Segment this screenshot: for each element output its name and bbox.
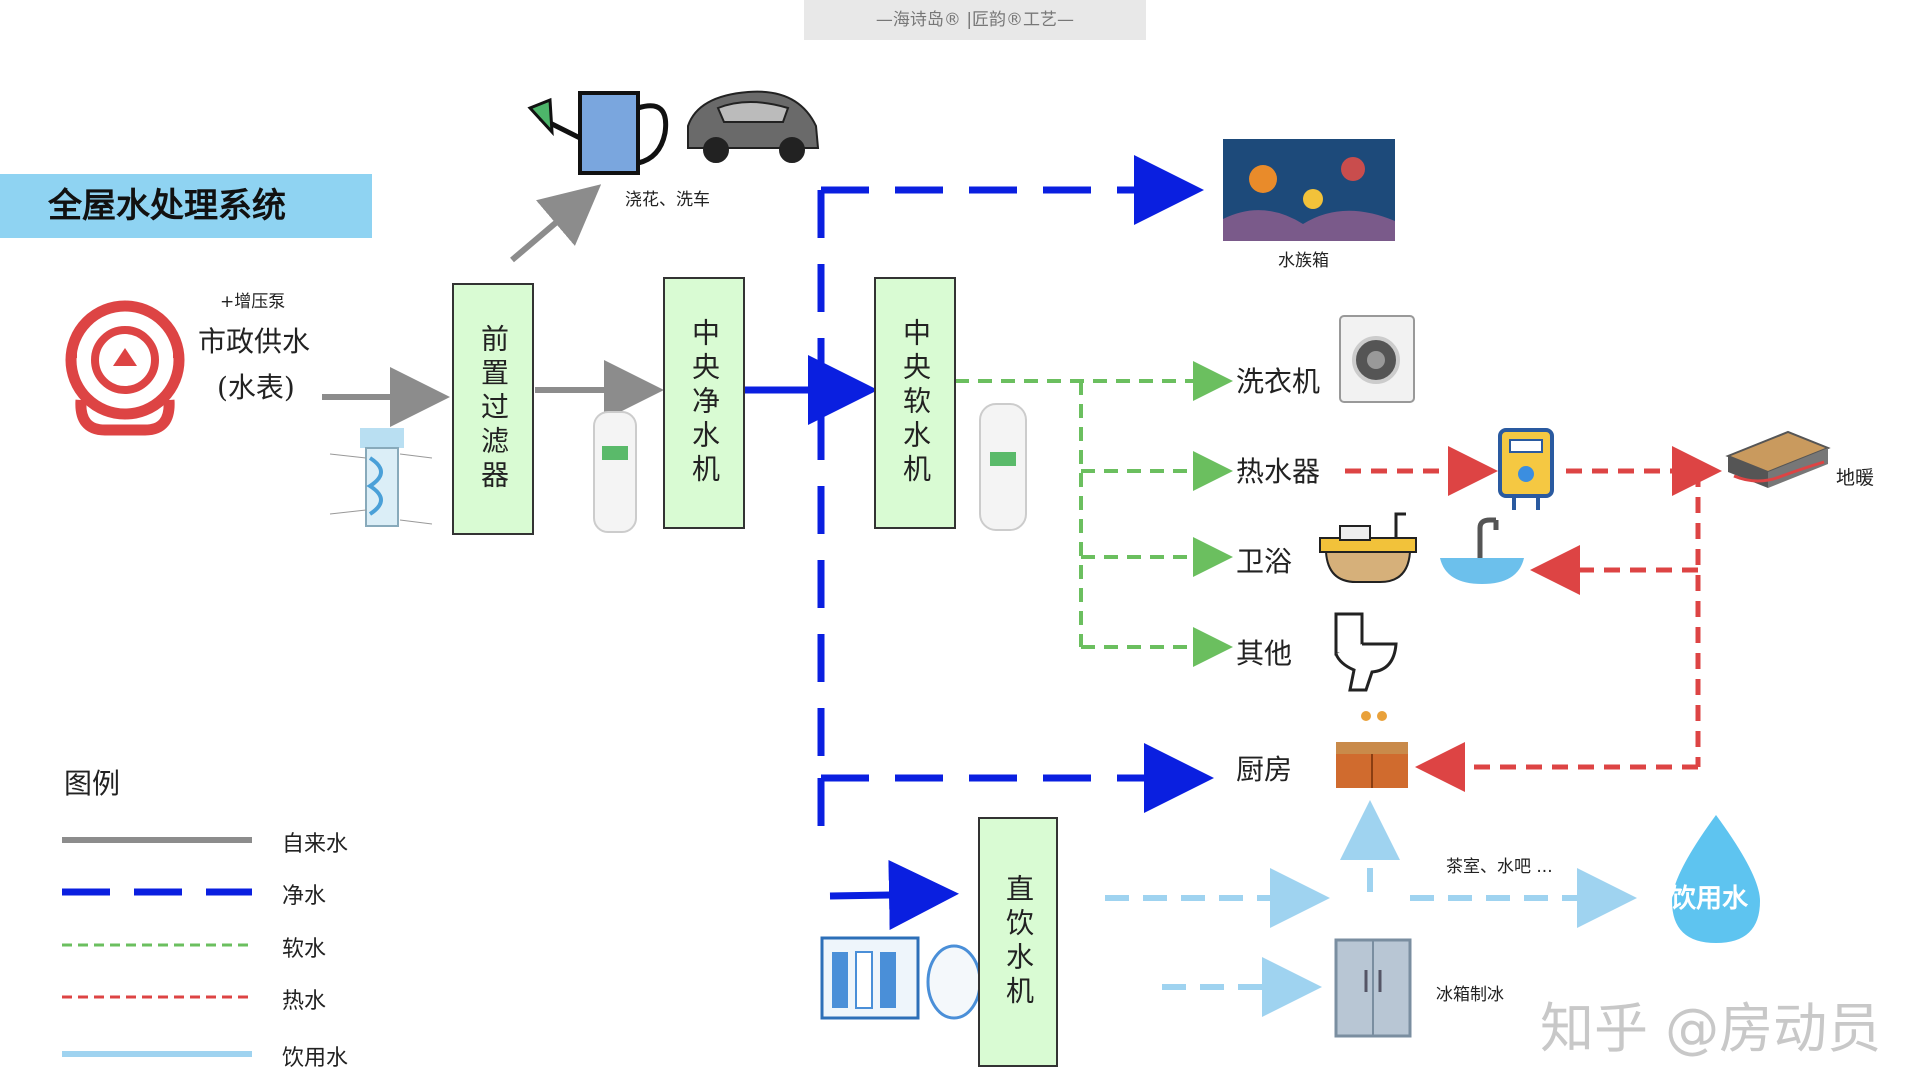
legend-label-soft: 软水 [282,937,327,962]
sink-icon [1440,517,1524,584]
bathtub-icon [1319,512,1417,583]
softener-tank-icon-2 [979,403,1027,531]
stage-purifier: 中央净水机 [663,277,745,529]
tap-water-lines [322,184,664,427]
softener-tank-icon [593,411,637,533]
aquarium-label: 水族箱 [1278,251,1329,271]
top-banner: —海诗岛® |匠韵®工艺— [804,0,1146,40]
tea-label: 茶室、水吧 ... [1446,857,1553,877]
stage-direct-drink: 直饮水机 [978,817,1058,1067]
floor-heat-label: 地暖 [1836,467,1875,489]
legend-title: 图例 [64,767,121,800]
drinking-water-lines [1105,800,1637,1017]
washer-label: 洗衣机 [1236,365,1321,398]
water-drop-icon [1672,815,1760,943]
legend-label-tap: 自来水 [282,832,349,857]
bath-label: 卫浴 [1236,545,1293,578]
heater-label: 热水器 [1236,455,1321,488]
car-icon [687,90,820,163]
page-title: 全屋水处理系统 [0,174,372,238]
ro-system-icon [820,936,982,1020]
drink-label: 饮用水 [1670,884,1749,914]
legend-label-hot: 热水 [282,989,327,1014]
legend-label-purified: 净水 [282,884,327,909]
toilet-icon [1334,612,1398,692]
stage-softener: 中央软水机 [874,277,956,529]
hot-water-lines [1345,446,1722,792]
soft-water-lines [955,361,1233,667]
watering-can-icon [527,91,669,175]
watermark: 知乎 @房动员 [1540,997,1882,1060]
kitchen-label: 厨房 [1236,753,1293,786]
stage-prefilter: 前置过滤器 [452,283,534,535]
legend-samples [62,837,252,1057]
source-sub-label: (水表) [217,371,295,404]
purified-water-lines [744,155,1214,930]
filter-unit-icon [329,428,433,527]
floor-heating-icon [1725,430,1831,488]
fridge-label: 冰箱制冰 [1436,985,1504,1005]
garden-label: 浇花、洗车 [625,190,710,210]
water-heater-icon [1498,428,1554,510]
legend-label-drinking: 饮用水 [282,1046,349,1071]
valve-logo-icon [65,300,185,436]
washing-machine-icon [1339,315,1415,403]
other-label: 其他 [1236,637,1293,670]
fridge-icon [1334,938,1412,1038]
source-main-label: 市政供水 [198,325,311,358]
kitchen-cabinet-icon [1336,711,1408,788]
pump-label: +增压泵 [220,292,286,312]
aquarium-icon [1223,139,1395,241]
